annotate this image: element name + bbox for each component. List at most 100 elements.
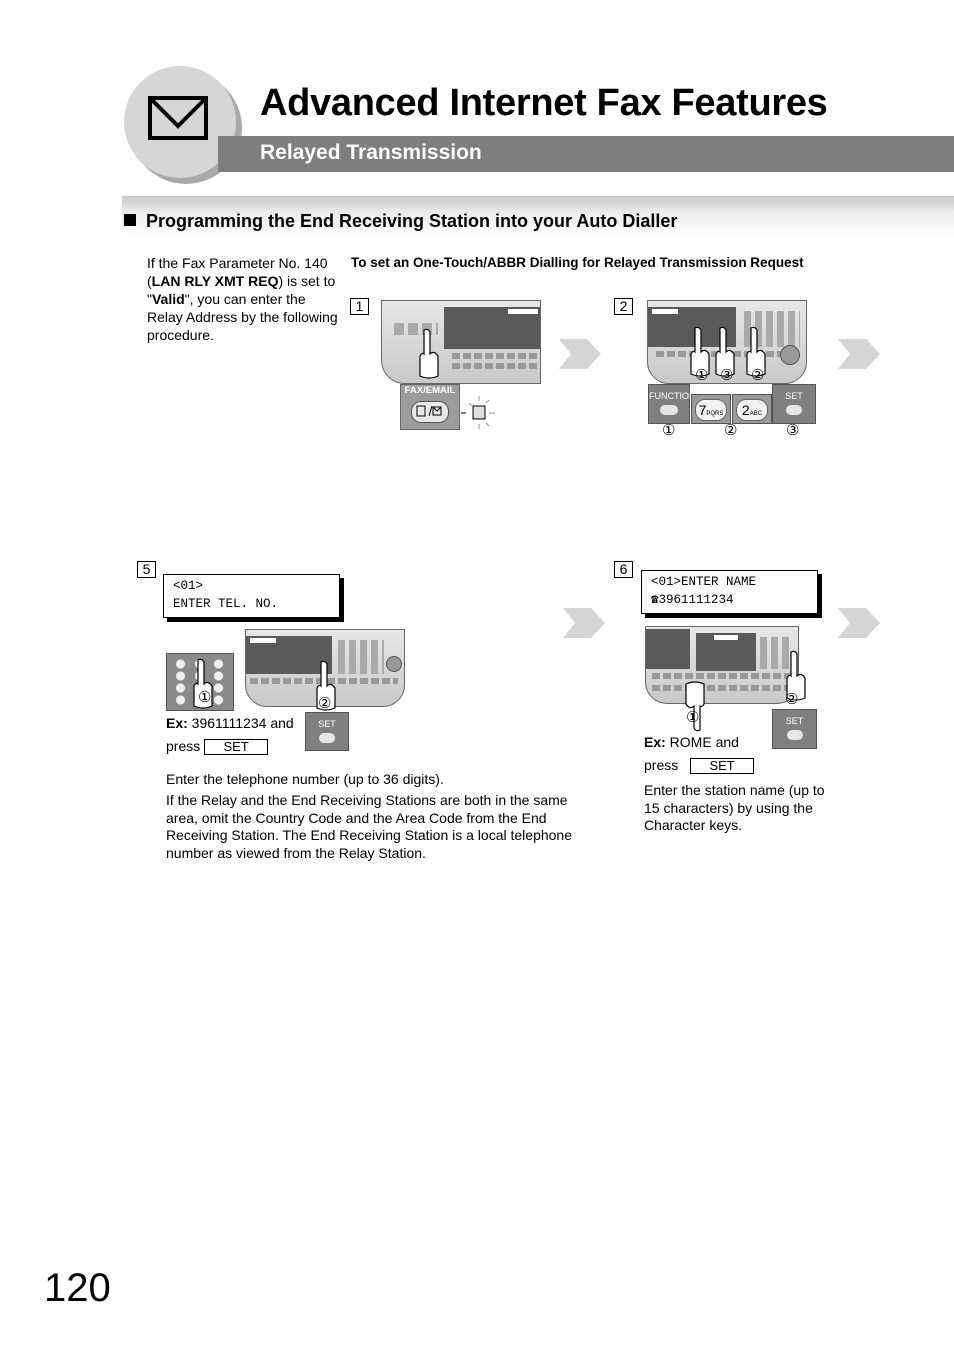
step6-note: Enter the station name (up to 15 charact… <box>644 782 825 833</box>
panel-left-area <box>646 629 690 669</box>
pointing-hand-icon <box>786 650 806 701</box>
press-label: press <box>166 738 201 754</box>
page-subtitle: Relayed Transmission <box>260 141 482 164</box>
panel-button-group <box>338 640 384 674</box>
function-key-label: FUNCTION <box>649 391 696 401</box>
panel-key-row <box>452 353 538 359</box>
set-key-cap <box>786 730 803 740</box>
control-panel-illustration <box>381 300 541 384</box>
page-number: 120 <box>44 1266 111 1310</box>
lcd-line-2: ENTER TEL. NO. <box>173 597 279 611</box>
example-text: Ex: 3961111234 and press SET <box>166 712 306 758</box>
panel-key-row <box>652 685 794 691</box>
panel-key-row <box>452 363 538 369</box>
intro-text: If the Fax Parameter No. 140 (LAN RLY XM… <box>147 254 342 344</box>
indicator-light-icon <box>461 396 495 429</box>
hand-step-label: ② <box>318 695 332 712</box>
step5-note-1: Enter the telephone number (up to 36 dig… <box>166 771 444 787</box>
phone-icon: ☎ <box>651 593 659 607</box>
step-number-1: 1 <box>350 298 369 315</box>
intro-part: ", you can enter the Relay Address by th… <box>147 291 338 343</box>
example-text: Ex: ROME and press SET <box>644 731 774 777</box>
key-letters: ABC <box>749 411 763 417</box>
page-title: Advanced Internet Fax Features <box>260 82 828 124</box>
hand-step-label: ③ <box>720 367 734 384</box>
hand-step-label: ① <box>198 689 212 706</box>
next-step-arrow-icon <box>563 608 605 638</box>
set-key-reference: SET <box>690 758 755 775</box>
panel-brand-label <box>714 635 738 640</box>
panel-button-group <box>760 637 792 669</box>
intro-bold-parameter: LAN RLY XMT REQ <box>151 273 279 289</box>
set-key-label: SET <box>785 716 804 726</box>
set-key-label: SET <box>785 391 803 401</box>
set-key[interactable]: SET <box>772 384 816 424</box>
set-key-reference: SET <box>204 739 269 756</box>
pointing-hand-icon <box>193 658 213 709</box>
pointing-hand-icon <box>746 326 766 377</box>
panel-brand-label <box>250 638 276 643</box>
key-digit: 7 <box>698 402 707 418</box>
section-heading-bar <box>122 196 954 236</box>
lcd-line-1: <01> <box>173 579 204 593</box>
lcd-display: <01>ENTER NAME ☎3961111234 <box>641 570 818 614</box>
pointing-hand-icon <box>690 326 710 377</box>
key-order-label: ② <box>724 422 738 439</box>
press-label: press <box>644 757 679 773</box>
panel-brand-label <box>652 309 678 314</box>
key-letters: PQRS <box>706 411 724 417</box>
intro-part: ) is set to " <box>147 273 336 307</box>
key-order-label: ① <box>662 422 676 439</box>
set-key-cap <box>319 733 335 743</box>
section-title: Programming the End Receiving Station in… <box>146 211 678 231</box>
example-label: Ex: <box>166 715 188 731</box>
hand-step-label: ① <box>686 709 700 726</box>
set-key-cap <box>786 405 802 415</box>
next-step-arrow-icon <box>559 339 601 369</box>
fax-email-label: FAX/EMAIL <box>404 385 456 396</box>
panel-display-area <box>444 307 540 349</box>
pointing-hand-icon <box>419 328 439 379</box>
panel-start-button <box>780 345 800 365</box>
fax-email-key-icon <box>416 405 442 417</box>
key-7-pqrs[interactable]: 7PQRS <box>691 394 731 424</box>
hand-step-label: ② <box>751 367 765 384</box>
bullet-square-icon <box>124 214 136 226</box>
subtitle-bar <box>218 136 954 172</box>
panel-brand-label <box>508 309 538 314</box>
next-step-arrow-icon <box>838 339 880 369</box>
step-number-5: 5 <box>137 561 156 578</box>
lcd-line-2-row: ☎3961111234 <box>651 591 808 609</box>
function-key[interactable]: FUNCTION <box>648 384 696 424</box>
key-2-abc[interactable]: 2ABC <box>732 394 772 424</box>
lcd-display: <01> ENTER TEL. NO. <box>163 574 340 618</box>
pointing-hand-icon <box>685 681 705 732</box>
example-value: ROME and <box>665 734 739 750</box>
hand-step-label: ① <box>695 367 709 384</box>
set-key[interactable]: SET <box>305 712 349 751</box>
set-key-label: SET <box>318 719 336 729</box>
intro-bold-value: Valid <box>151 291 185 307</box>
pointing-hand-icon <box>715 326 735 377</box>
step-number-6: 6 <box>614 561 633 578</box>
function-key-cap <box>660 405 678 415</box>
next-step-arrow-icon <box>838 608 880 638</box>
hand-step-label: ② <box>785 691 799 708</box>
key-order-label: ③ <box>786 422 800 439</box>
step-number-2: 2 <box>614 298 633 315</box>
instruction-heading: To set an One-Touch/ABBR Dialling for Re… <box>351 255 804 270</box>
intro-part: If the Fax Parameter No. 140 ( <box>147 255 328 289</box>
fax-email-button[interactable]: FAX/EMAIL <box>400 384 460 430</box>
panel-key-row <box>652 673 794 679</box>
key-digit: 2 <box>741 402 750 418</box>
example-label: Ex: <box>644 734 666 750</box>
lcd-line-2: 3961111234 <box>658 593 734 607</box>
pointing-hand-icon <box>316 660 336 711</box>
control-panel-illustration <box>645 626 799 704</box>
lcd-line-1: <01>ENTER NAME <box>651 575 757 589</box>
panel-start-button <box>386 656 402 672</box>
envelope-icon <box>148 96 208 140</box>
example-value: 3961111234 and <box>187 715 294 731</box>
step5-note-2: If the Relay and the End Receiving Stati… <box>166 792 572 861</box>
set-key[interactable]: SET <box>772 709 817 749</box>
